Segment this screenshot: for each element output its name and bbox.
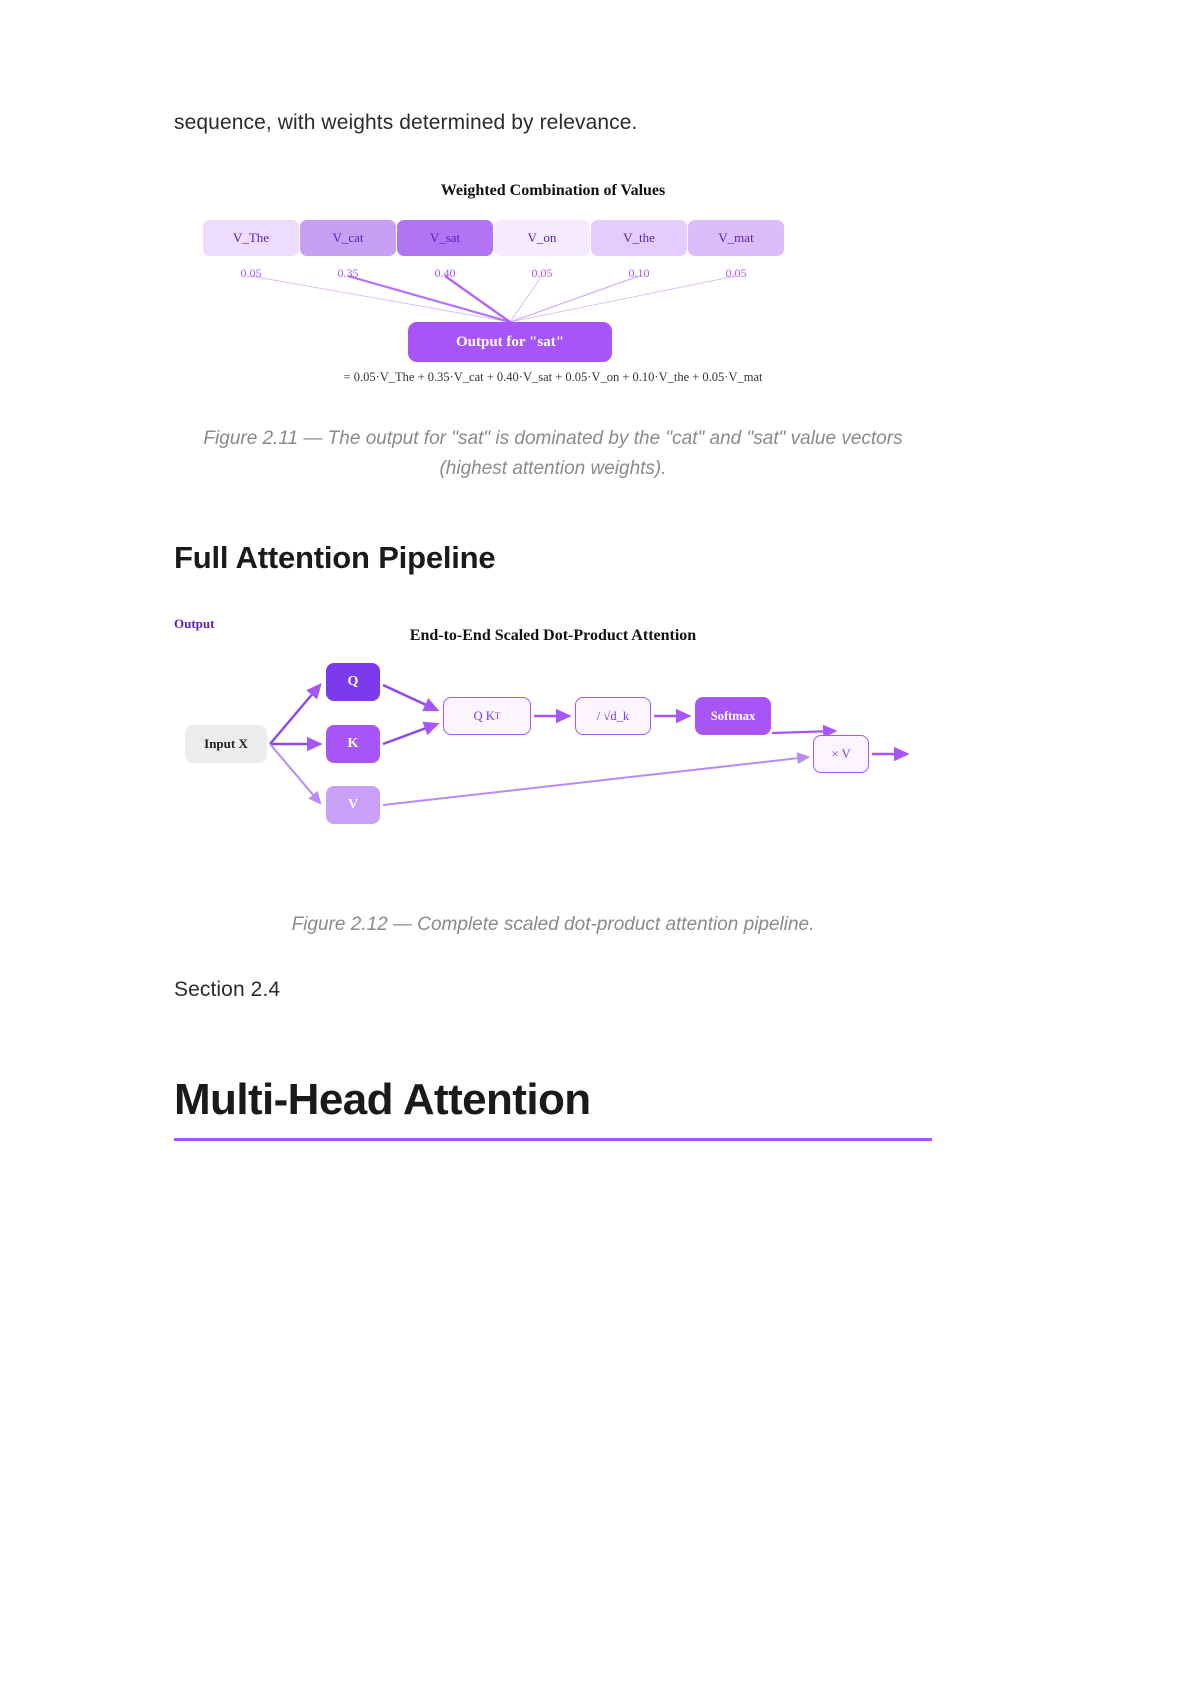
value-box-label: V_on: [527, 230, 557, 245]
value-box-label: V_cat: [332, 230, 364, 245]
figure-2-12-caption: Figure 2.12 — Complete scaled dot-produc…: [291, 914, 815, 935]
value-box-label: V_mat: [718, 230, 754, 245]
pipeline-node-k[interactable]: K: [326, 725, 380, 763]
attention-weight-1: 0.35: [337, 266, 359, 280]
figure-2-11: Weighted Combination of Values V_The V_c…: [174, 160, 932, 405]
transpose-superscript: T: [494, 711, 501, 721]
pipeline-node-v[interactable]: V: [326, 786, 380, 824]
section-heading-full-attention-pipeline: Full Attention Pipeline: [174, 540, 496, 575]
pipeline-node-label: Q: [347, 674, 359, 689]
pipeline-node-label: V: [347, 797, 359, 812]
pipeline-node-scale[interactable]: / √d_k: [575, 697, 651, 735]
intro-paragraph: sequence, with weights determined by rel…: [174, 111, 638, 134]
title-underline-rule: [174, 1138, 932, 1141]
pipeline-node-label: K: [347, 736, 359, 751]
pipeline-node-label: × V: [831, 746, 851, 761]
pipeline-node-label: Softmax: [710, 708, 756, 723]
figure-2-11-title: Weighted Combination of Values: [440, 182, 666, 199]
pipeline-node-label: Q K: [473, 708, 495, 723]
pipeline-node-times-v[interactable]: × V: [813, 735, 869, 773]
weighted-sum-formula: = 0.05·V_The + 0.35·V_cat + 0.40·V_sat +…: [343, 370, 763, 384]
value-vector-row: V_The V_cat V_sat V_on V_the V_mat: [174, 220, 932, 256]
value-box-1[interactable]: V_cat: [300, 220, 396, 256]
attention-weight-2: 0.40: [434, 266, 456, 280]
section-label: Section 2.4: [174, 978, 281, 1001]
pipeline-node-softmax[interactable]: Softmax: [695, 697, 771, 735]
value-box-label: V_sat: [429, 230, 461, 245]
value-box-0[interactable]: V_The: [203, 220, 299, 256]
attention-weight-0: 0.05: [240, 266, 262, 280]
pipeline-node-output: Output: [174, 605, 250, 643]
pipeline-node-label: Output: [174, 616, 215, 631]
weight-connector-lines: [250, 274, 737, 324]
output-node[interactable]: Output for "sat": [408, 322, 612, 362]
figure-2-11-caption: Figure 2.11 — The output for "sat" is do…: [203, 428, 903, 479]
page-title: Multi-Head Attention: [174, 1075, 591, 1124]
value-box-3[interactable]: V_on: [494, 220, 590, 256]
pipeline-node-label: Input X: [204, 736, 248, 751]
pipeline-arrows: [269, 682, 910, 806]
attention-weight-5: 0.05: [725, 266, 747, 280]
value-box-5[interactable]: V_mat: [688, 220, 784, 256]
value-box-4[interactable]: V_the: [591, 220, 687, 256]
output-node-label: Output for "sat": [455, 333, 565, 350]
pipeline-node-label: / √d_k: [596, 708, 630, 723]
attention-weight-4: 0.10: [628, 266, 650, 280]
value-box-label: V_the: [623, 230, 655, 245]
figure-2-12-title: End-to-End Scaled Dot-Product Attention: [409, 627, 697, 644]
figure-2-12: End-to-End Scaled Dot-Product Attention: [174, 605, 932, 865]
value-box-label: V_The: [232, 230, 270, 245]
pipeline-node-input[interactable]: Input X: [185, 725, 267, 763]
pipeline-node-q[interactable]: Q: [326, 663, 380, 701]
value-box-2[interactable]: V_sat: [397, 220, 493, 256]
attention-weight-3: 0.05: [531, 266, 553, 280]
